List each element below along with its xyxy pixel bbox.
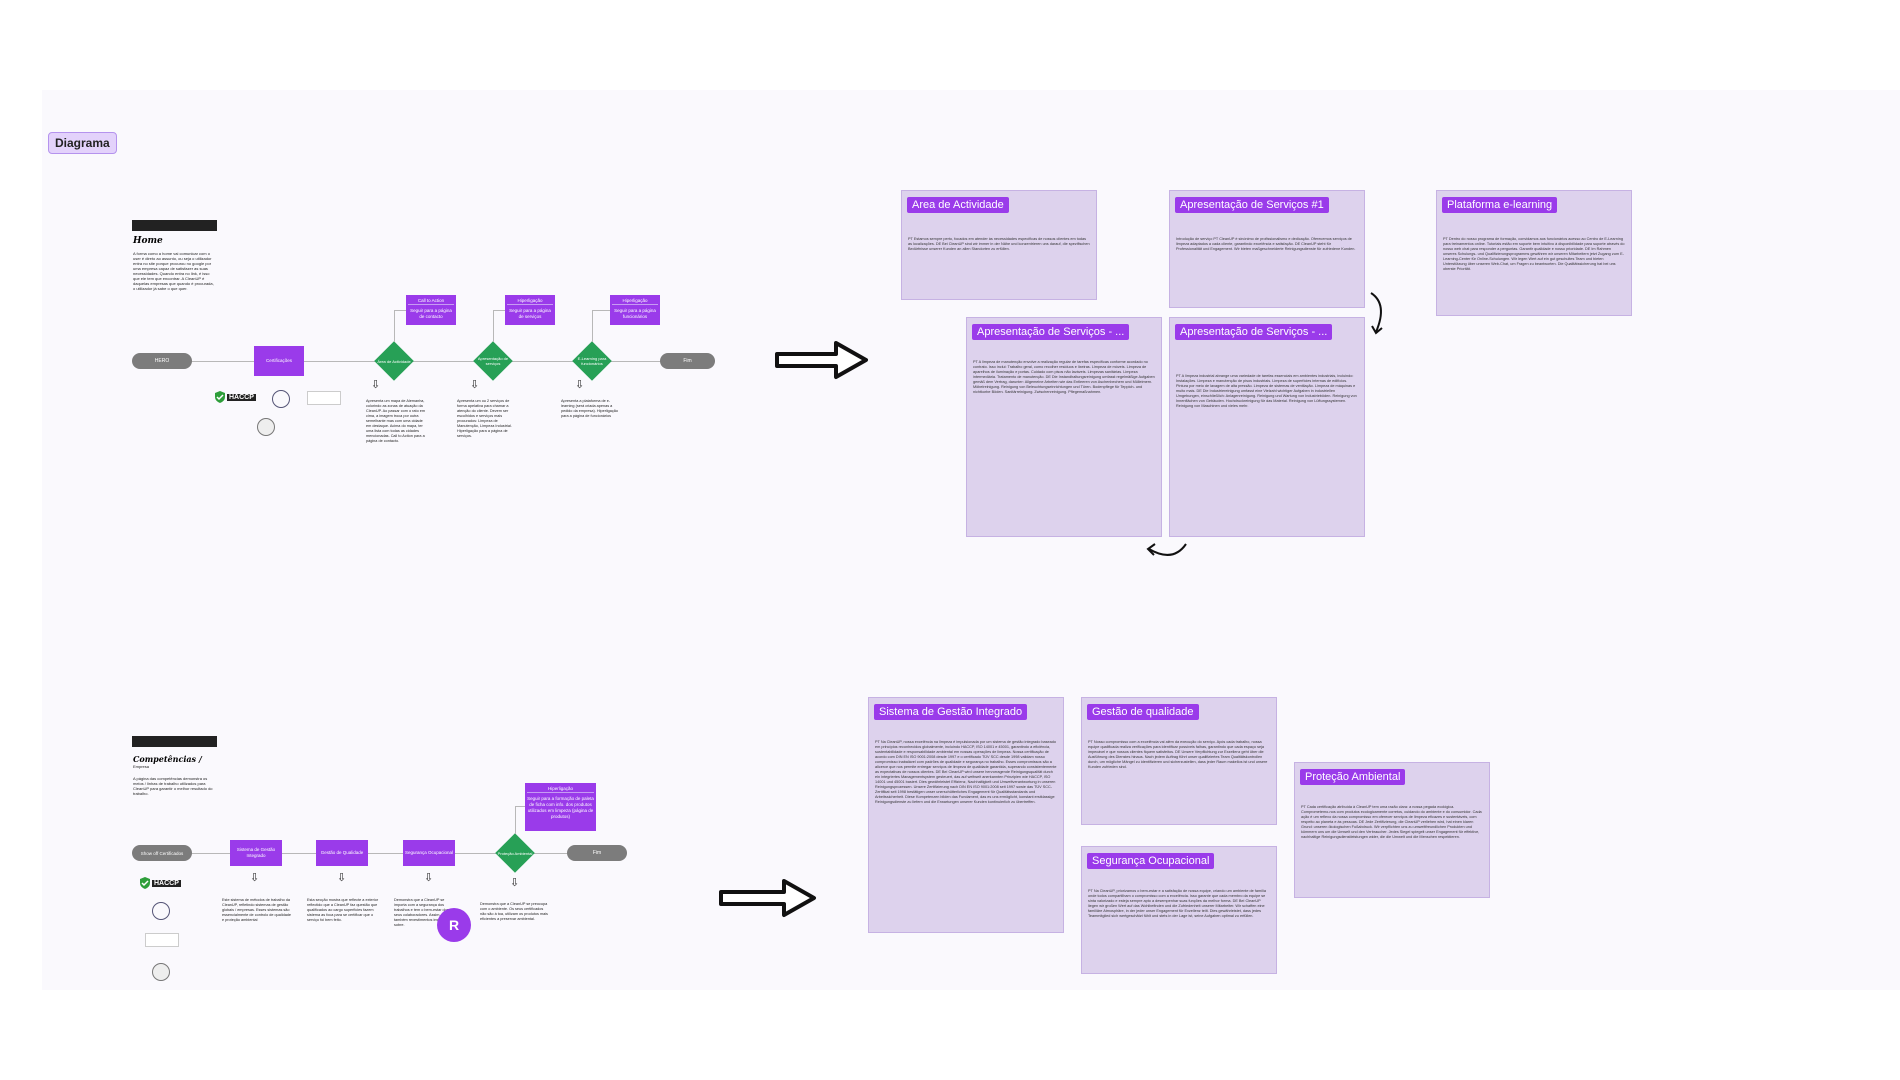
canvas-label[interactable]: Diagrama [48, 132, 117, 154]
seal-icon [152, 963, 170, 981]
card-apresentacao-servicos-industrial[interactable]: Apresentação de Serviços - ... PT A limp… [1169, 317, 1365, 537]
card-body: PT Na CleanUP, nossa excelência na limpe… [875, 740, 1057, 804]
seal-icon [257, 418, 275, 436]
card-body: Introdução de serviço PT CleanUP é sinón… [1176, 237, 1356, 251]
node-hero[interactable]: HERO [132, 353, 192, 369]
user-avatar[interactable]: R [437, 908, 471, 942]
node-sistema-gestao-integrado[interactable]: Sistema de Gestão Integrado [230, 840, 282, 866]
card-sistema-gestao-integrado[interactable]: Sistema de Gestão Integrado PT Na CleanU… [868, 697, 1064, 933]
connector [592, 310, 610, 311]
card-body: PT Dentro do nosso programa de formação,… [1443, 237, 1625, 271]
connector [493, 310, 505, 311]
card-body: PT Nosso compromisso com a excelência va… [1088, 740, 1268, 769]
home-header-strip [132, 220, 217, 231]
card-title: Plataforma e-learning [1442, 197, 1558, 213]
iso-seal-icon [272, 390, 290, 408]
node-seguranca-ocupacional[interactable]: Segurança Ocupacional [403, 840, 455, 866]
card-plataforma-elearning[interactable]: Plataforma e-learning PT Dentro do nosso… [1436, 190, 1632, 316]
connector [394, 310, 395, 342]
card-area-actividade[interactable]: Area de Actividade PT Estamos sempre per… [901, 190, 1097, 300]
down-arrow-icon: ⇩ [470, 379, 480, 391]
competencias-intro: A página das competências demonstra os m… [133, 776, 213, 796]
connector [493, 310, 494, 342]
bottom-flow-line [190, 853, 590, 854]
haccp-label: HACCP [227, 393, 256, 401]
node-elearning[interactable]: E-Learning para funcionários [572, 341, 612, 381]
card-apresentacao-servicos-1[interactable]: Apresentação de Serviços #1 Introdução d… [1169, 190, 1365, 308]
card-body: PT A limpeza industrial abrange uma vari… [1176, 374, 1357, 408]
card-title: Gestão de qualidade [1087, 704, 1199, 720]
note-area-actividade: Apresenta um mapa de Alemanha, colorindo… [366, 399, 426, 443]
home-title: Home [133, 236, 163, 246]
big-right-arrow-icon [775, 341, 868, 379]
tuv-seal-icon [307, 391, 341, 405]
haccp-logo: HACCP [139, 876, 183, 890]
card-body: PT Cada certificação atribuída à CleanUP… [1301, 805, 1482, 839]
card-title: Apresentação de Serviços - ... [972, 324, 1130, 340]
card-protecao-ambiental[interactable]: Proteção Ambiental PT Cada certificação … [1294, 762, 1490, 898]
haccp-label: HACCP [152, 879, 181, 887]
curved-arrow-icon [1146, 543, 1187, 556]
note-apresentacao-servicos: Apresenta um ou 2 serviços de forma apel… [457, 399, 512, 438]
down-arrow-icon: ⇩ [424, 872, 434, 884]
node-apresentacao-servicos[interactable]: Apresentação de serviços [473, 341, 513, 381]
node-certificacoes[interactable]: Certificações [254, 346, 304, 376]
competencias-subtitle: Empresa [133, 764, 150, 769]
card-title: Area de Actividade [907, 197, 1009, 213]
connector [515, 806, 516, 834]
card-apresentacao-servicos-manutencao[interactable]: Apresentação de Serviços - ... PT A limp… [966, 317, 1162, 537]
card-title: Proteção Ambiental [1300, 769, 1406, 785]
node-fim-top[interactable]: Fim [660, 353, 715, 369]
tuv-seal-icon [145, 933, 179, 947]
card-gestao-qualidade[interactable]: Gestão de qualidade PT Nosso compromisso… [1081, 697, 1277, 825]
top-flow-line [190, 361, 680, 362]
card-title: Apresentação de Serviços - ... [1175, 324, 1333, 340]
connector [592, 310, 593, 342]
competencias-title: Competências / [133, 754, 202, 764]
note-seguranca: Demonstra que a CleanUP se importa com a… [394, 898, 451, 927]
node-protecao-ambiental[interactable]: Proteção Ambiental [495, 833, 535, 873]
iso-seal-icon [152, 902, 170, 920]
card-title: Apresentação de Serviços #1 [1175, 197, 1329, 213]
card-body: PT Na CleanUP, priorizamos o bem-estar e… [1088, 889, 1266, 918]
big-right-arrow-icon [719, 879, 816, 917]
node-fim-bottom[interactable]: Fim [567, 845, 627, 861]
node-show-off-certificados[interactable]: Show off Certificados [132, 845, 192, 861]
home-intro: A forma como a home vai comunicar com o … [133, 251, 214, 291]
down-arrow-icon: ⇩ [250, 872, 260, 884]
curved-arrow-icon [1370, 292, 1383, 335]
card-body: PT Estamos sempre perto, focados em aten… [908, 237, 1090, 251]
card-title: Segurança Ocupacional [1087, 853, 1215, 869]
card-title: Sistema de Gestão Integrado [874, 704, 1028, 720]
down-arrow-icon: ⇩ [337, 872, 347, 884]
node-area-actividade[interactable]: Área de Actividade [374, 341, 414, 381]
card-seguranca-ocupacional[interactable]: Segurança Ocupacional PT Na CleanUP, pri… [1081, 846, 1277, 974]
competencias-header-strip [132, 736, 217, 747]
connector [394, 310, 406, 311]
note-elearning: Apresenta a plataforma de e-learning (se… [561, 399, 618, 418]
note-gestao-qualidade: Esta secção mostra que reflecte a exteri… [307, 898, 379, 922]
haccp-logo: HACCP [214, 390, 258, 404]
note-sistema-gestao: Este sistema de métodos de trabalho da C… [222, 898, 292, 922]
down-arrow-icon: ⇩ [371, 379, 381, 391]
card-body: PT A limpeza de manutenção envolve a rea… [973, 360, 1155, 394]
down-arrow-icon: ⇩ [510, 877, 520, 889]
node-gestao-qualidade[interactable]: Gestão de Qualidade [316, 840, 368, 866]
connector [515, 806, 525, 807]
note-protecao-ambiental: Demonstra que a CleanUP se preocupa com … [480, 902, 548, 921]
down-arrow-icon: ⇩ [575, 379, 585, 391]
